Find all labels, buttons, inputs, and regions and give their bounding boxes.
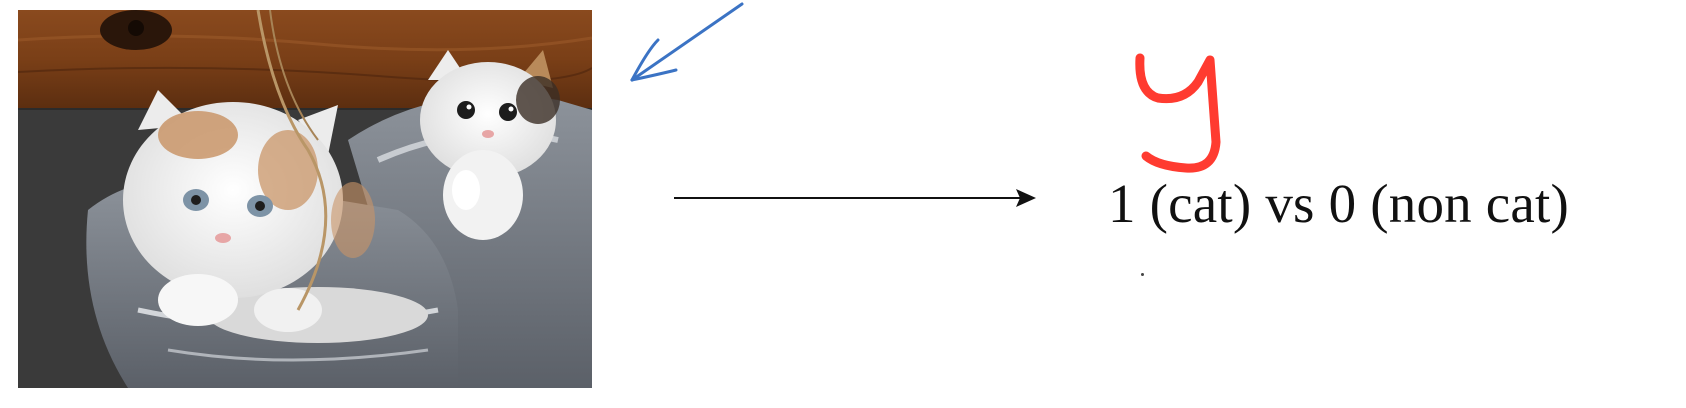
flow-arrow-icon bbox=[674, 189, 1036, 207]
string bbox=[256, 10, 328, 311]
cat-photo bbox=[18, 10, 592, 388]
label-text: 1 (cat) vs 0 (non cat) bbox=[1108, 173, 1570, 234]
handwritten-y-icon bbox=[1135, 53, 1221, 173]
cat-photo-illustration bbox=[18, 10, 592, 388]
pointer-arrow-icon bbox=[630, 2, 744, 82]
right-kitten bbox=[420, 50, 560, 240]
stray-dot bbox=[1141, 273, 1144, 276]
left-kitten bbox=[123, 90, 375, 332]
